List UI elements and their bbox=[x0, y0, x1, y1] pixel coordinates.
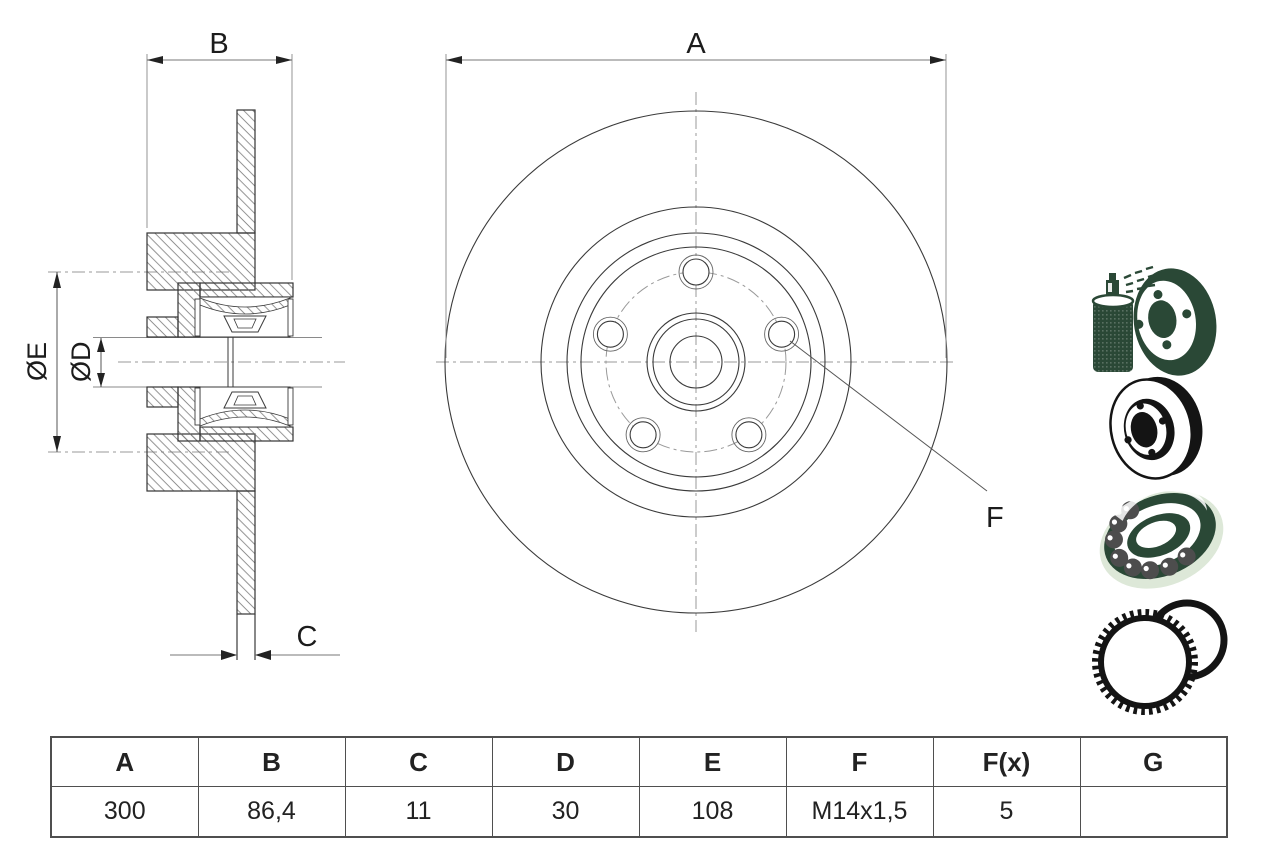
table-header-D: D bbox=[491, 736, 640, 787]
hat-web-bottom bbox=[146, 433, 256, 492]
disc-blade-bottom bbox=[236, 490, 256, 615]
table-header-G: G bbox=[1079, 736, 1228, 787]
dimension-D: ØD bbox=[66, 338, 105, 387]
front-view: A F bbox=[436, 28, 1004, 632]
hub-pilot-circle bbox=[646, 312, 746, 412]
bolt-hole bbox=[625, 417, 661, 453]
dim-label-C: C bbox=[297, 621, 318, 653]
bolt-hole bbox=[678, 254, 714, 290]
disc-circles bbox=[444, 110, 948, 614]
bearing-section-bottom bbox=[194, 386, 294, 428]
hat-step-circle bbox=[580, 246, 812, 478]
table-header-B: B bbox=[197, 736, 346, 787]
hub-wall-top bbox=[199, 282, 294, 298]
value-B: 86,4 bbox=[197, 786, 346, 838]
dim-label-B: B bbox=[209, 28, 228, 60]
table-header-F: F bbox=[785, 736, 934, 787]
dim-label-F: F bbox=[986, 502, 1004, 534]
value-D: 30 bbox=[491, 786, 640, 838]
wheel-bearing-icon bbox=[1099, 489, 1224, 589]
bolt-hole bbox=[764, 316, 800, 352]
dimension-table: A B C D E F F(x) G 300 86,4 11 30 108 M1… bbox=[50, 736, 1228, 838]
center-bore-circle bbox=[669, 335, 723, 389]
table-header-E: E bbox=[638, 736, 787, 787]
table-header-row: A B C D E F F(x) G bbox=[50, 736, 1228, 787]
value-E: 108 bbox=[638, 786, 787, 838]
spray-can-icon bbox=[1091, 273, 1135, 372]
hat-web-top bbox=[146, 232, 256, 291]
section-metal bbox=[146, 109, 294, 615]
hub-pilot-top bbox=[146, 316, 179, 338]
arrow-up-icon bbox=[97, 338, 105, 352]
dim-label-D: ØD bbox=[66, 342, 96, 383]
value-Fx: 5 bbox=[932, 786, 1081, 838]
hub-wall-bottom bbox=[199, 426, 294, 442]
dimension-A: A bbox=[445, 28, 947, 358]
arrow-right-icon bbox=[221, 650, 237, 660]
dim-label-E: ØE bbox=[22, 342, 52, 381]
coated-disc-spray-icon bbox=[1091, 265, 1217, 376]
arrow-left-icon bbox=[147, 56, 163, 64]
bolt-holes bbox=[592, 254, 800, 453]
dim-label-A: A bbox=[686, 28, 706, 60]
value-C: 11 bbox=[344, 786, 493, 838]
table-header-C: C bbox=[344, 736, 493, 787]
hat-edge-circle bbox=[566, 232, 826, 492]
bolt-hole bbox=[592, 316, 628, 352]
hub-pilot-bottom bbox=[146, 386, 179, 408]
value-A: 300 bbox=[50, 786, 199, 838]
arrow-right-icon bbox=[930, 56, 946, 64]
outer-diameter-circle bbox=[444, 110, 948, 614]
table-header-Fx: F(x) bbox=[932, 736, 1081, 787]
arrow-down-icon bbox=[53, 436, 61, 452]
arrow-down-icon bbox=[97, 373, 105, 387]
abs-ring-icon bbox=[1092, 599, 1228, 715]
arrow-left-icon bbox=[255, 650, 271, 660]
arrow-up-icon bbox=[53, 272, 61, 288]
table-value-row: 300 86,4 11 30 108 M14x1,5 5 bbox=[50, 786, 1228, 838]
value-G bbox=[1079, 786, 1228, 838]
brake-disc-technical-drawing: B ØE ØD C bbox=[22, 28, 1228, 715]
feature-pictograms bbox=[1091, 265, 1228, 715]
disc-blade-top bbox=[236, 109, 256, 234]
thread-callout-F: F bbox=[789, 340, 1004, 534]
friction-band-circle bbox=[540, 206, 852, 518]
brake-disc-icon bbox=[1109, 376, 1203, 480]
bolt-circle bbox=[605, 271, 787, 453]
spray-mist bbox=[1123, 265, 1156, 294]
cross-section-view: B ØE ØD C bbox=[22, 28, 345, 660]
hub-pilot-chamfer-circle bbox=[652, 318, 740, 406]
arrow-left-icon bbox=[446, 56, 462, 64]
dimension-C: C bbox=[170, 621, 340, 660]
dimension-B: B bbox=[146, 28, 293, 280]
arrow-right-icon bbox=[276, 56, 292, 64]
front-center-lines bbox=[436, 92, 956, 632]
table-header-A: A bbox=[50, 736, 199, 787]
bolt-hole bbox=[731, 417, 767, 453]
dimension-E: ØE bbox=[22, 272, 61, 452]
value-F: M14x1,5 bbox=[785, 786, 934, 838]
bearing-section-top bbox=[194, 296, 294, 338]
